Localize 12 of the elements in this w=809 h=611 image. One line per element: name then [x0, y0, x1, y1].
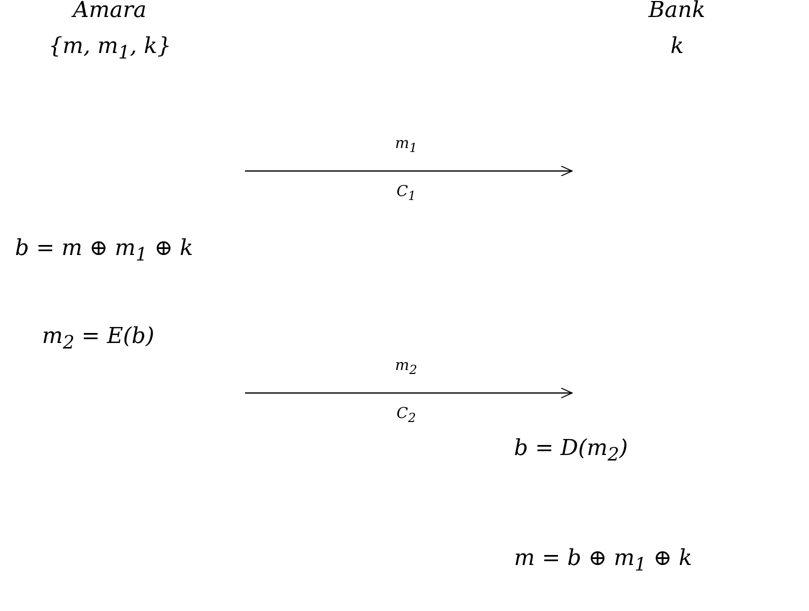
message-label: m$_{1}$ [395, 136, 418, 154]
key-set: k [670, 36, 684, 58]
equation: m$_{2}$ = E(b) [42, 326, 154, 353]
key-set: {m, m$_{1}$, k} [48, 36, 172, 63]
party-name: Bank [648, 0, 706, 22]
equation: b = D(m$_{2}$) [514, 438, 628, 465]
message-label: m$_{2}$ [395, 358, 418, 376]
party-name: Amara [73, 0, 146, 22]
equation: b = m ⊕ m$_{1}$ ⊕ k [15, 238, 194, 265]
channel-label: C$_{2}$ [396, 406, 416, 424]
equation: m = b ⊕ m$_{1}$ ⊕ k [514, 548, 692, 575]
channel-label: C$_{1}$ [396, 184, 416, 202]
